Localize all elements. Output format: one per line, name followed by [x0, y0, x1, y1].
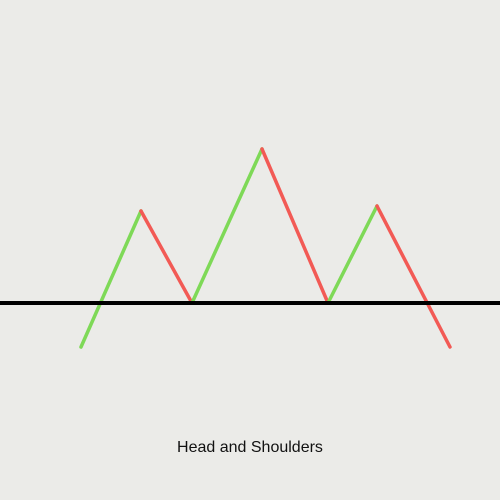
left-shoulder-fall-segment	[139, 209, 194, 305]
right-shoulder-rise-segment	[326, 204, 379, 305]
head-rise-segment	[190, 147, 264, 305]
price-path	[79, 147, 452, 349]
head-fall-segment	[260, 147, 330, 305]
left-shoulder-rise-segment	[79, 209, 143, 349]
diagram-caption: Head and Shoulders	[177, 439, 323, 456]
right-shoulder-fall-segment	[375, 204, 452, 349]
